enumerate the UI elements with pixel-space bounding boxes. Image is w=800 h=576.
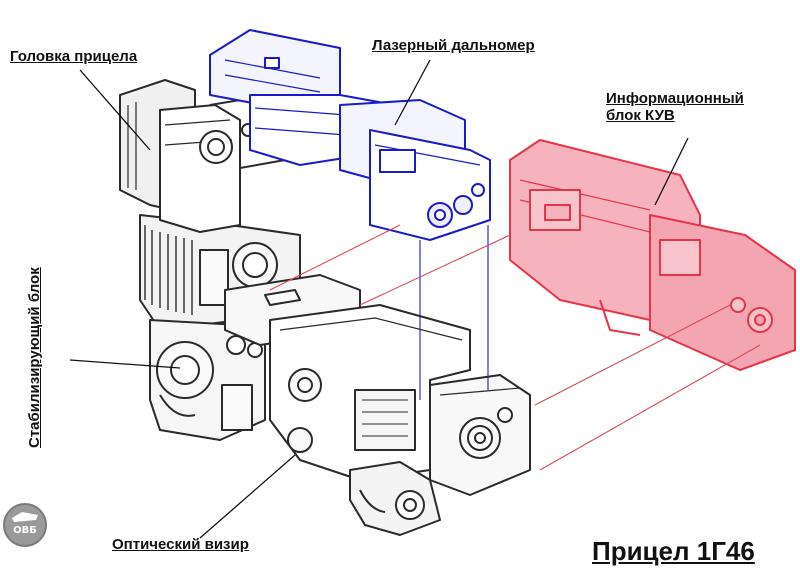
guide-lines [269, 224, 761, 471]
label-laser-rangefinder: Лазерный дальномер [372, 37, 535, 54]
logo-text: ОВБ [13, 525, 37, 536]
label-info-block: Информационный блок КУВ [606, 90, 796, 125]
label-sight-head: Головка прицела [10, 48, 138, 65]
label-optical-sight: Оптический визир [112, 536, 249, 553]
logo-badge-icon [3, 503, 47, 547]
diagram-title: Прицел 1Г46 [592, 536, 755, 566]
label-stabilizing-block: Стабилизирующий блок [26, 267, 43, 448]
tank-icon [12, 512, 38, 522]
laser-rangefinder-module [209, 29, 491, 241]
label-info-block-line2: блок КУВ [606, 107, 675, 125]
label-info-block-line1: Информационный [606, 90, 744, 107]
leader-lines [69, 59, 689, 539]
main-sight-body [119, 79, 531, 536]
info-block-kuv-module [509, 139, 796, 371]
